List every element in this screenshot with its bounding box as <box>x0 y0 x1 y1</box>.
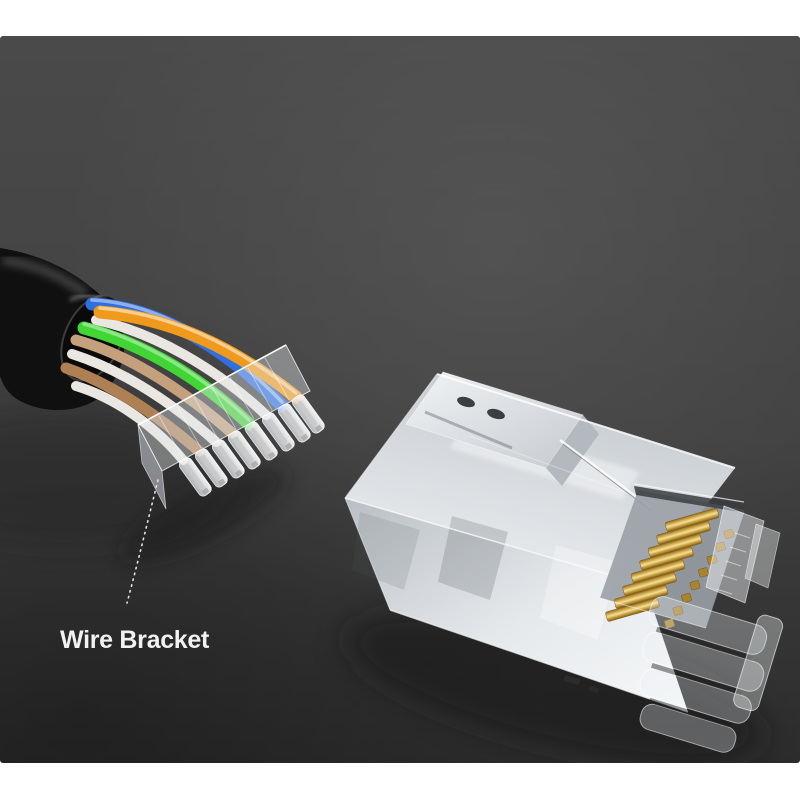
wires <box>60 297 303 465</box>
wire-tip <box>194 448 228 488</box>
connector-boot <box>639 596 784 753</box>
latch-hole <box>456 396 476 408</box>
latch-hole <box>486 408 506 420</box>
gold-pin-tip <box>664 618 675 629</box>
wire-tip <box>211 439 245 479</box>
gold-pin-tip <box>723 528 735 540</box>
gold-pin-tip <box>689 580 701 591</box>
connector-front-face <box>345 498 688 712</box>
wire-bracket-label: Wire Bracket <box>60 626 210 654</box>
wire-tip <box>261 412 295 452</box>
nose-comb <box>705 505 765 604</box>
bracket-front-face <box>137 424 167 510</box>
leader-line <box>126 479 159 604</box>
wire-green-highlight <box>82 322 251 422</box>
nose-tip-block <box>744 523 781 589</box>
gold-pins <box>605 507 735 629</box>
front-slot <box>588 685 600 694</box>
front-slot <box>563 675 581 685</box>
wire-tip <box>244 421 278 461</box>
wire-brown <box>60 362 205 457</box>
gold-pin-tip <box>715 541 726 552</box>
wire-tip <box>291 394 325 434</box>
connector-edges <box>344 373 736 713</box>
pin-ledge <box>634 486 746 513</box>
pin-ledge-highlight <box>633 483 745 503</box>
front-face-shade <box>438 516 508 600</box>
gold-pin-tip <box>681 592 692 604</box>
rj45-connector <box>344 371 784 753</box>
wire-tip <box>178 457 212 497</box>
cable-gloss <box>1 255 89 298</box>
wire-green <box>77 321 256 431</box>
wire-orange-highlight <box>98 306 298 395</box>
wire-white-1 <box>91 315 271 420</box>
wire-tips <box>178 394 325 497</box>
gold-pin-tip <box>698 567 709 578</box>
gold-pin-tip <box>672 605 684 616</box>
wire-orange <box>93 305 303 404</box>
wire-tip <box>227 430 261 470</box>
bracket-top-edge <box>137 344 287 426</box>
boot-edge-highlight <box>599 597 707 629</box>
wire-bracket <box>137 344 311 510</box>
bracket-slots <box>158 357 290 459</box>
front-face-sheen <box>540 545 618 640</box>
wire-tan <box>70 334 238 439</box>
wire-white-2 <box>67 349 221 447</box>
nose-comb-lines <box>715 532 751 595</box>
wire-white-3 <box>71 381 188 465</box>
front-face-shade <box>352 512 420 590</box>
wire-tip <box>277 403 311 443</box>
gold-pin <box>605 597 660 622</box>
connector-internal-lines <box>424 410 653 512</box>
